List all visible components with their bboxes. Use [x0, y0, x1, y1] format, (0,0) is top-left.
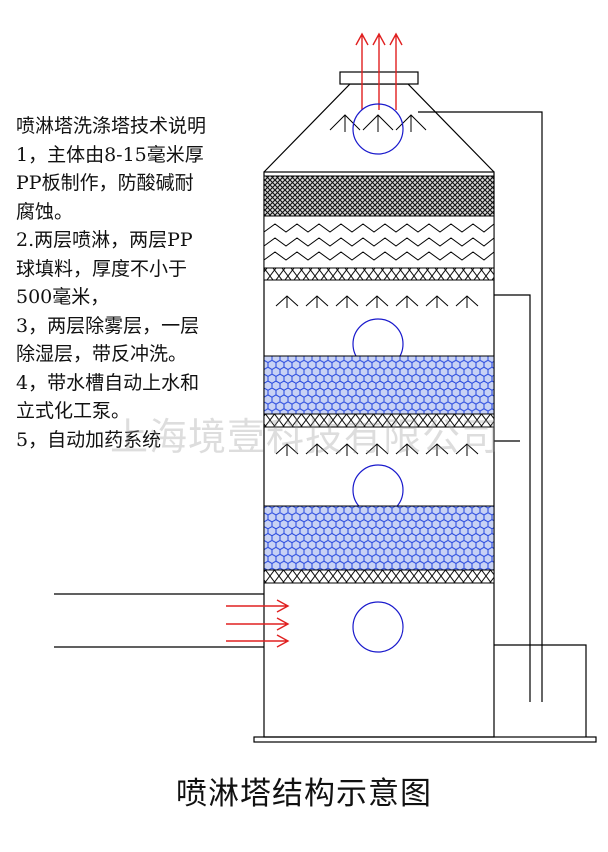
support-grid-1 — [263, 267, 495, 281]
external-pipes — [418, 111, 543, 702]
mesh-demister-layer — [263, 175, 495, 217]
inlet-duct — [54, 593, 264, 648]
notes-line-4: 2.两层喷淋，两层PP — [16, 229, 193, 251]
company-watermark: 上海境壹科技有限公司 — [110, 415, 501, 459]
notes-line-3: 腐蚀。 — [16, 200, 74, 223]
spray-circle-top — [352, 103, 404, 155]
notes-line-11: 5，自动加药系统 — [16, 428, 162, 451]
support-grid-3 — [263, 569, 495, 584]
packing-layer-upper — [263, 355, 495, 415]
notes-line-2: PP板制作，防酸碱耐 — [16, 172, 194, 194]
notes-line-5: 球填料，厚度不小于 — [16, 257, 188, 280]
tower-body — [263, 171, 495, 738]
notes-heading: 喷淋塔洗涤塔技术说明 — [16, 115, 207, 137]
water-tank — [494, 644, 587, 737]
notes-line-7: 3，两层除雾层，一层 — [16, 314, 200, 337]
support-grid-2 — [263, 413, 495, 428]
base-plate — [253, 736, 597, 743]
notes-line-6: 500毫米， — [16, 286, 110, 308]
notes-line-9: 4，带水槽自动上水和 — [16, 371, 200, 394]
notes-line-1: 1，主体由8-15毫米厚 — [16, 143, 204, 166]
spray-arrows-upper — [275, 295, 479, 308]
outlet-flow-arrows — [355, 32, 403, 110]
notes-line-10: 立式化工泵。 — [16, 400, 131, 422]
technical-notes: 喷淋塔洗涤塔技术说明 1，主体由8-15毫米厚 PP板制作，防酸碱耐 腐蚀。 2… — [16, 112, 261, 454]
top-demister-arrows — [329, 114, 427, 132]
zigzag-lines — [263, 223, 495, 261]
inlet-circle — [352, 601, 404, 653]
notes-line-8: 除湿层，带反冲洗。 — [16, 343, 188, 365]
spray-arrows-lower — [275, 443, 479, 456]
packing-layer-lower — [263, 505, 495, 571]
diagram-caption: 喷淋塔结构示意图 — [176, 776, 432, 812]
inlet-flow-arrows — [226, 599, 290, 648]
